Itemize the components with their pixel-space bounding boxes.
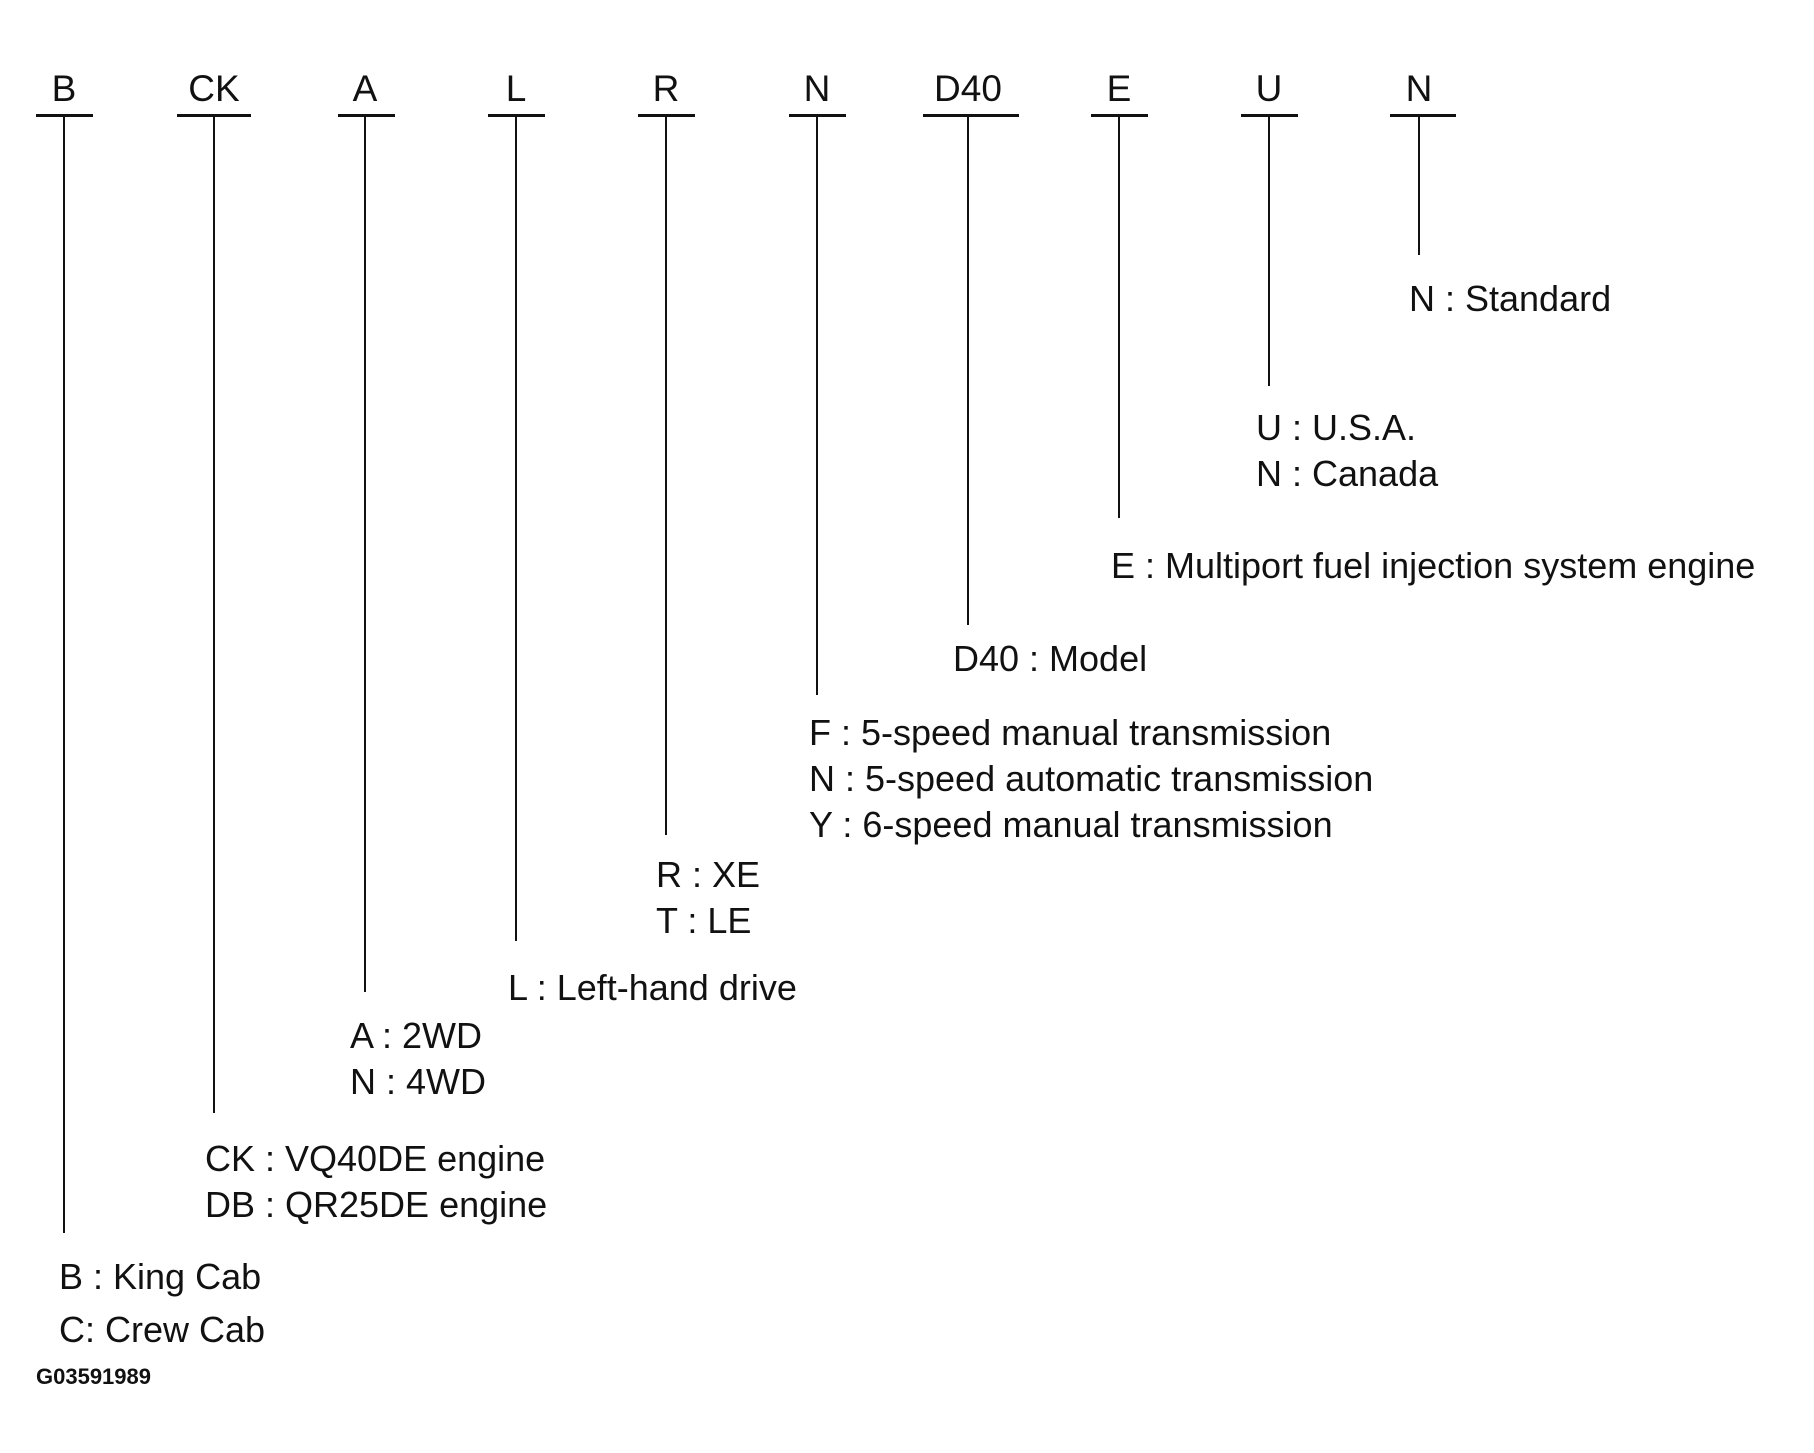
legend-line: A : 2WD bbox=[350, 1015, 483, 1056]
legend-drive: A : 2WD N : 4WD bbox=[350, 1013, 486, 1105]
leader-line-9 bbox=[1268, 115, 1270, 386]
leader-line-3 bbox=[364, 115, 366, 992]
code-underline-7 bbox=[923, 114, 1019, 117]
legend-line: R : XE bbox=[656, 854, 761, 895]
legend-line: B : King Cab bbox=[59, 1256, 262, 1297]
legend-line: L : Left-hand drive bbox=[508, 967, 797, 1008]
figure-id: G03591989 bbox=[36, 1364, 151, 1389]
legend-line: N : Standard bbox=[1409, 278, 1612, 319]
legend-body-type: B : King Cab C: Crew Cab bbox=[59, 1250, 265, 1356]
leader-line-2 bbox=[213, 115, 215, 1113]
legend-line: T : LE bbox=[656, 900, 752, 941]
legend-grade-standard: N : Standard bbox=[1409, 276, 1611, 322]
legend-line: E : Multiport fuel injection system engi… bbox=[1111, 545, 1756, 586]
legend-transmission: F : 5-speed manual transmission N : 5-sp… bbox=[809, 710, 1373, 848]
code-position-10: N bbox=[1405, 68, 1433, 109]
leader-line-6 bbox=[816, 115, 818, 695]
code-position-7: D40 bbox=[934, 68, 1002, 109]
leader-line-1 bbox=[63, 115, 65, 1233]
legend-engine-type: CK : VQ40DE engine DB : QR25DE engine bbox=[205, 1136, 547, 1228]
leader-line-7 bbox=[967, 115, 969, 625]
legend-line: F : 5-speed manual transmission bbox=[809, 712, 1332, 753]
code-position-6: N bbox=[803, 68, 831, 109]
legend-line: CK : VQ40DE engine bbox=[205, 1138, 546, 1179]
code-underline-3 bbox=[338, 114, 395, 117]
code-underline-10 bbox=[1390, 114, 1456, 117]
leader-line-4 bbox=[515, 115, 517, 941]
legend-line: Y : 6-speed manual transmission bbox=[809, 804, 1333, 845]
legend-line: N : 5-speed automatic transmission bbox=[809, 758, 1374, 799]
legend-line: N : 4WD bbox=[350, 1061, 487, 1102]
leader-line-8 bbox=[1118, 115, 1120, 518]
legend-destination: U : U.S.A. N : Canada bbox=[1256, 405, 1438, 497]
code-position-4: L bbox=[505, 68, 527, 109]
code-position-2: CK bbox=[188, 68, 240, 109]
code-position-3: A bbox=[352, 68, 378, 109]
legend-line: DB : QR25DE engine bbox=[205, 1184, 548, 1225]
legend-trim-grade: R : XE T : LE bbox=[656, 852, 760, 944]
legend-line: D40 : Model bbox=[953, 638, 1148, 679]
legend-model: D40 : Model bbox=[953, 636, 1147, 682]
legend-line: N : Canada bbox=[1256, 453, 1439, 494]
code-position-8: E bbox=[1106, 68, 1132, 109]
code-position-1: B bbox=[51, 68, 77, 109]
legend-engine-system: E : Multiport fuel injection system engi… bbox=[1111, 543, 1755, 589]
leader-line-10 bbox=[1418, 115, 1420, 255]
legend-line: U : U.S.A. bbox=[1256, 407, 1417, 448]
legend-line: C: Crew Cab bbox=[59, 1309, 266, 1350]
legend-steering: L : Left-hand drive bbox=[508, 965, 797, 1011]
code-position-9: U bbox=[1255, 68, 1283, 109]
leader-line-5 bbox=[665, 115, 667, 835]
code-position-5: R bbox=[652, 68, 680, 109]
